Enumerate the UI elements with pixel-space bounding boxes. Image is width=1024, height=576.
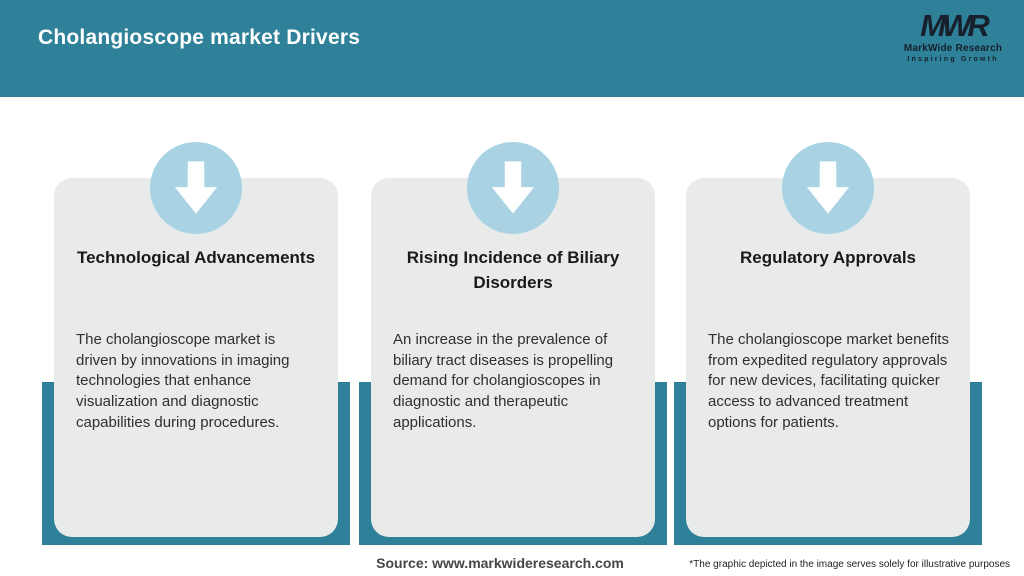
driver-card: Rising Incidence of Biliary Disorders An… — [371, 178, 655, 537]
card-description: An increase in the prevalence of biliary… — [393, 331, 614, 431]
arrow-down-icon — [782, 142, 874, 234]
disclaimer-text: *The graphic depicted in the image serve… — [689, 559, 1010, 570]
header-bar: Cholangioscope market Drivers MWR MarkWi… — [0, 0, 1024, 97]
card-description: The cholangioscope market is driven by i… — [76, 331, 290, 431]
logo-name: MarkWide Research — [903, 43, 1003, 54]
card-title: Technological Advancements — [76, 248, 316, 267]
markwide-research-logo: MWR MarkWide Research Inspiring Growth — [898, 10, 1008, 63]
logo-tagline: Inspiring Growth — [907, 56, 999, 63]
arrow-down-icon — [150, 142, 242, 234]
card-title: Regulatory Approvals — [739, 248, 917, 267]
driver-card: Regulatory Approvals The cholangioscope … — [686, 178, 970, 537]
logo-monogram: MWR — [920, 8, 989, 43]
card-title: Rising Incidence of Biliary Disorders — [406, 248, 620, 292]
arrow-down-icon — [467, 142, 559, 234]
page-title: Cholangioscope market Drivers — [38, 26, 361, 49]
source-label: Source: www.markwideresearch.com — [376, 555, 624, 571]
card-description: The cholangioscope market benefits from … — [708, 331, 949, 431]
driver-card: Technological Advancements The cholangio… — [54, 178, 338, 537]
